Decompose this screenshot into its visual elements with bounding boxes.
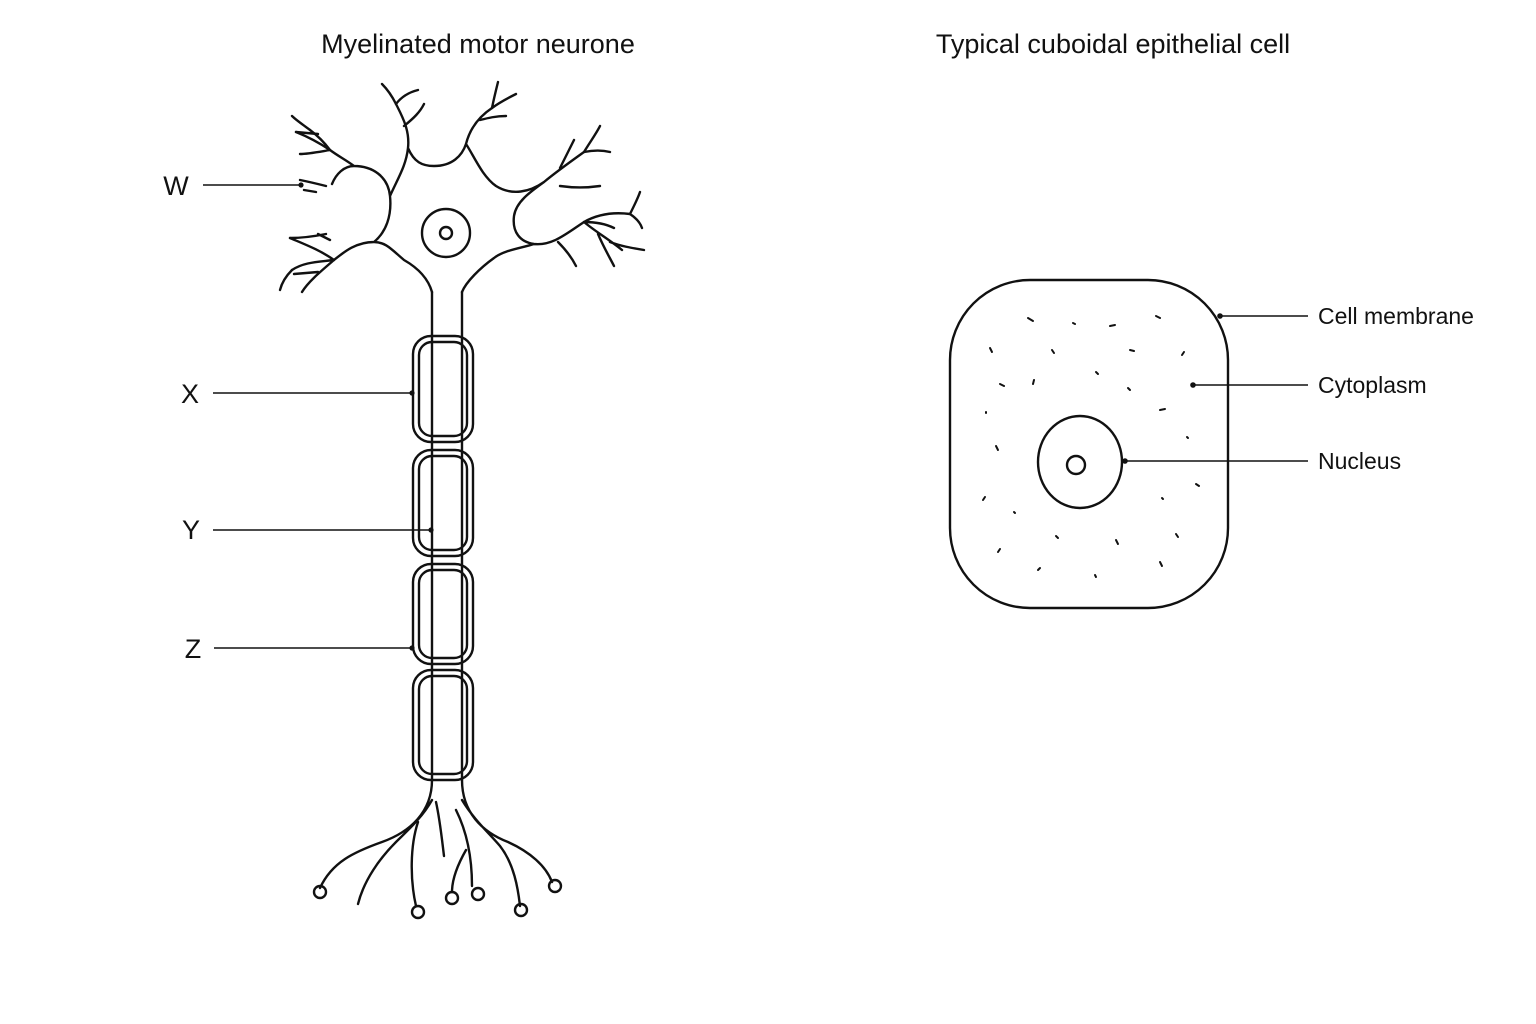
label-w-group: W	[163, 171, 304, 201]
dendrite-branches-right	[556, 124, 646, 268]
cytoplasm-granules	[982, 315, 1200, 578]
schwann-cell-4-inner	[417, 674, 469, 776]
neurone-title: Myelinated motor neurone	[321, 29, 635, 59]
label-membrane-group: Cell membrane	[1217, 303, 1474, 329]
synaptic-knob	[547, 878, 563, 894]
label-nucleus: Nucleus	[1318, 448, 1401, 474]
synaptic-knobs	[312, 878, 563, 920]
leader-membrane-dot	[1217, 313, 1223, 319]
schwann-cell-1	[411, 334, 475, 444]
neurone-nucleus	[420, 207, 472, 259]
cell-body-outline	[288, 102, 632, 294]
leader-w-dot	[298, 182, 304, 188]
leader-x-dot	[409, 390, 415, 396]
dendrite-branches-left	[278, 114, 336, 294]
axon-terminals	[318, 778, 554, 908]
label-y: Y	[182, 515, 200, 545]
schwann-cell-4	[411, 668, 475, 782]
synaptic-knob	[513, 902, 529, 918]
label-y-group: Y	[182, 515, 434, 545]
neurone-nucleolus	[438, 225, 454, 241]
schwann-cell-3-inner	[417, 568, 469, 660]
leader-y-dot	[428, 527, 434, 533]
leader-nucleus-dot	[1122, 458, 1128, 464]
synaptic-knob	[312, 884, 328, 900]
epithelial-cell-membrane	[948, 278, 1230, 610]
epithelial-nucleolus	[1065, 454, 1087, 476]
label-w: W	[163, 171, 189, 201]
label-nucleus-group: Nucleus	[1122, 448, 1401, 474]
leader-cytoplasm-dot	[1190, 382, 1196, 388]
label-cytoplasm-group: Cytoplasm	[1190, 372, 1427, 398]
schwann-cell-2-inner	[417, 454, 469, 552]
schwann-cell-3	[411, 562, 475, 666]
synaptic-knob	[470, 886, 486, 902]
epithelial-drawing: Cell membrane Cytoplasm Nucleus	[948, 278, 1474, 610]
label-x-group: X	[181, 379, 415, 409]
schwann-cell-2	[411, 448, 475, 558]
label-cytoplasm: Cytoplasm	[1318, 372, 1427, 398]
neurone-drawing: W X Y Z	[163, 80, 646, 920]
axon	[430, 290, 464, 782]
leader-z-dot	[409, 645, 415, 651]
label-z: Z	[185, 634, 202, 664]
myelin-sheath	[411, 334, 475, 782]
label-z-group: Z	[185, 634, 415, 664]
epithelial-title: Typical cuboidal epithelial cell	[936, 29, 1290, 59]
synaptic-knob	[410, 904, 426, 920]
label-cell-membrane: Cell membrane	[1318, 303, 1474, 329]
epithelial-nucleus	[1036, 414, 1124, 510]
label-x: X	[181, 379, 199, 409]
synaptic-knob	[444, 890, 460, 906]
dendrite-branches-top	[380, 80, 518, 128]
schwann-cell-1-inner	[417, 340, 469, 438]
